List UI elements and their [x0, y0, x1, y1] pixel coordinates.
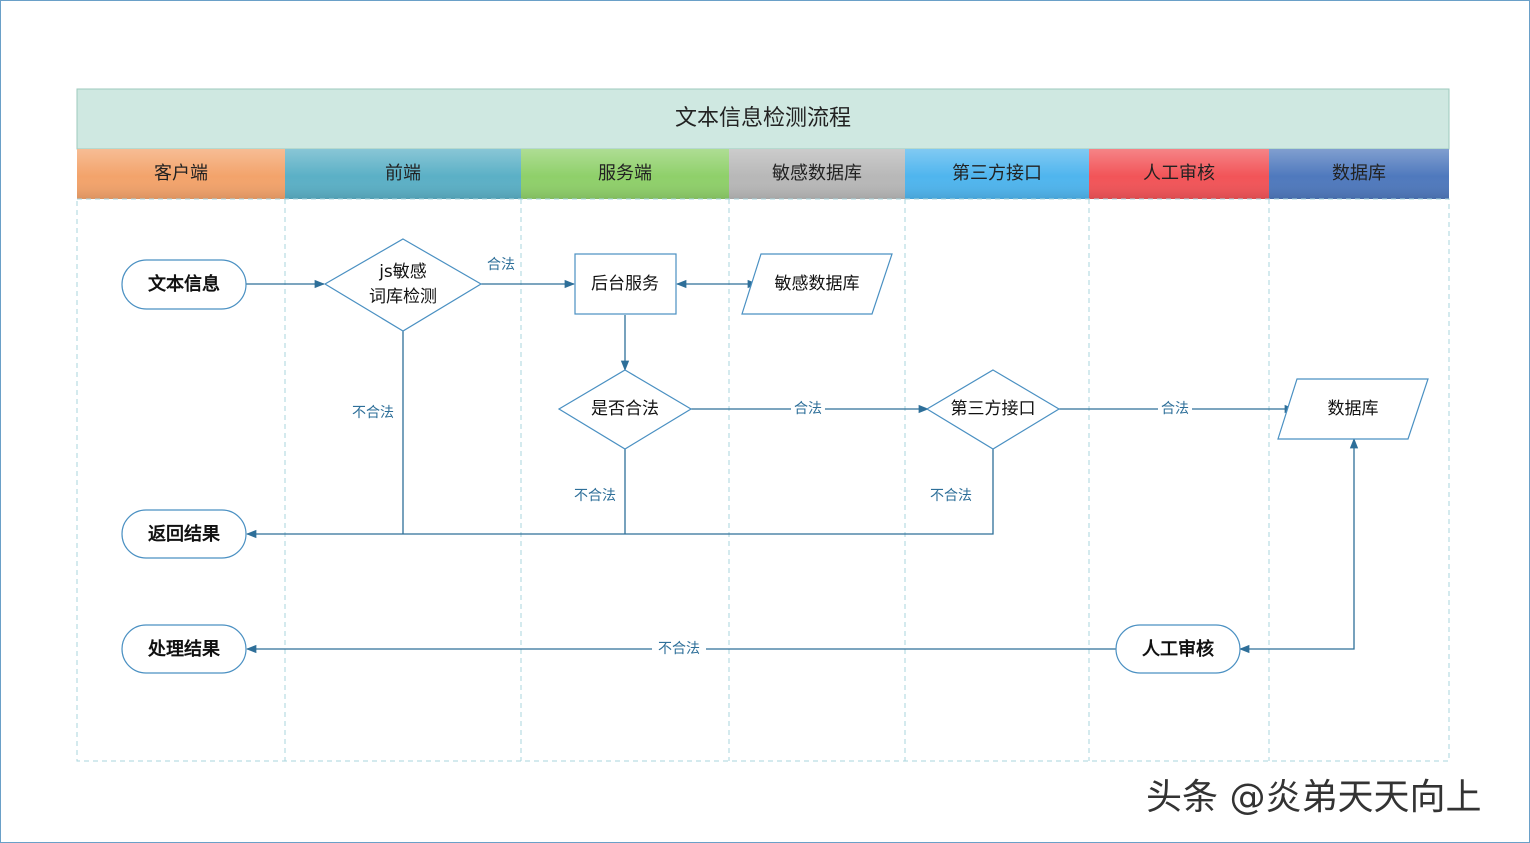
watermark: 头条 @炎弟天天向上 [1146, 777, 1482, 818]
lane-header-shade [285, 149, 521, 199]
lane-body [76, 198, 1450, 762]
node-backend-service-label: 后台服务 [591, 274, 659, 294]
node-sensitive-db-label: 敏感数据库 [775, 274, 860, 294]
label-legal-3: 合法 [1161, 401, 1189, 417]
node-js-check-line1: js敏感 [378, 262, 427, 282]
lane-header-label: 敏感数据库 [772, 163, 862, 184]
label-illegal-3: 不合法 [930, 488, 972, 504]
node-text-info-label: 文本信息 [148, 273, 220, 295]
node-third-party-label: 第三方接口 [951, 399, 1036, 419]
node-third-party [925, 369, 1061, 450]
lane-header-label: 人工审核 [1143, 163, 1215, 184]
node-database-label: 数据库 [1328, 399, 1379, 419]
lane-header-shade [1089, 149, 1269, 199]
node-return-result-label: 返回结果 [148, 523, 221, 545]
lane-header-label: 客户端 [154, 163, 208, 184]
lane-body-outline [76, 198, 1450, 762]
lane-header-shade [729, 149, 905, 199]
lane-header-label: 前端 [385, 163, 421, 184]
lane-header-shade [905, 149, 1089, 199]
lane-header: 客户端 [77, 149, 285, 199]
lane-header-shade [77, 149, 285, 199]
lane-header: 敏感数据库 [729, 149, 905, 199]
label-illegal-4: 不合法 [658, 641, 700, 657]
lane-header-shade [521, 149, 729, 199]
node-is-legal [557, 369, 693, 450]
lane-header: 人工审核 [1089, 149, 1269, 199]
lane-header: 服务端 [521, 149, 729, 199]
label-legal-1: 合法 [487, 257, 515, 273]
node-manual-review [1115, 624, 1241, 674]
node-js-check [323, 238, 483, 332]
edge-database-to-review [1238, 437, 1359, 654]
node-process-result-label: 处理结果 [147, 638, 221, 660]
lane-headers: 客户端 前端 服务端 敏感数据库 第三方接口 人工审核 数据库 [77, 149, 1449, 199]
lane-header-label: 数据库 [1332, 163, 1386, 184]
connectors [245, 279, 1359, 654]
node-process-result [121, 624, 247, 674]
lane-header: 数据库 [1269, 149, 1449, 199]
label-illegal-1: 不合法 [352, 405, 394, 421]
node-is-legal-label: 是否合法 [591, 399, 659, 419]
label-illegal-2: 不合法 [574, 488, 616, 504]
node-backend-service [574, 253, 677, 315]
node-text-info [121, 259, 247, 310]
lane-header: 前端 [285, 149, 521, 199]
edge-labels: 合法 合法 合法 不合法 不合法 不合法 不合法 [352, 256, 1192, 658]
label-legal-2: 合法 [794, 401, 822, 417]
nodes: 文本信息 js敏感 词库检测 后台服务 敏感数据库 是否合法 第三方接口 数据库… [121, 238, 1429, 674]
lane-header-shade [1269, 149, 1449, 199]
edge-thirdparty-illegal [245, 449, 994, 539]
title-bar [76, 88, 1450, 150]
lane-header-label: 服务端 [598, 163, 652, 184]
node-return-result [121, 509, 247, 559]
lane-header-label: 第三方接口 [952, 163, 1042, 184]
node-manual-review-label: 人工审核 [1142, 638, 1214, 660]
node-database [1277, 378, 1429, 440]
lane-header: 第三方接口 [905, 149, 1089, 199]
diagram-title: 文本信息检测流程 [675, 106, 851, 131]
node-js-check-line2: 词库检测 [369, 287, 437, 307]
node-sensitive-db [741, 253, 893, 315]
